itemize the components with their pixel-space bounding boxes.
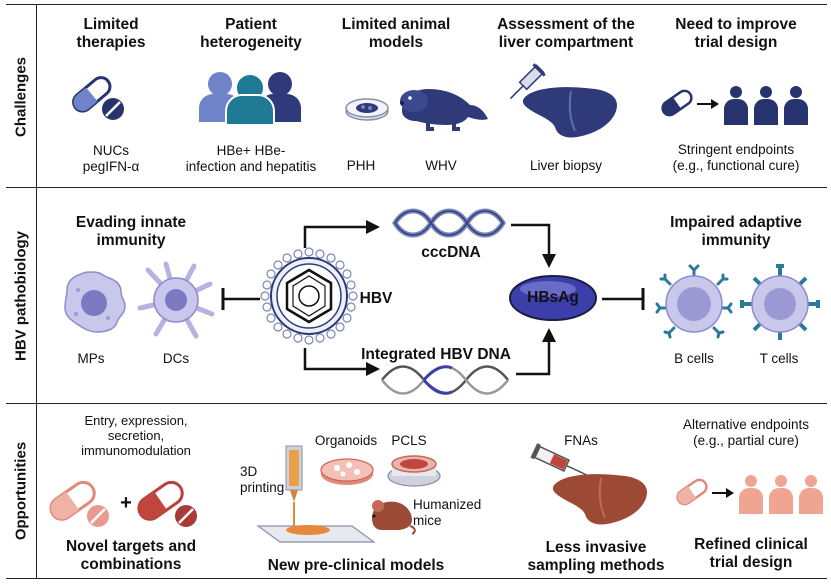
hbsag-label: HBsAg — [527, 289, 579, 306]
liver-icon — [521, 83, 621, 141]
dendritic-cell-icon — [136, 260, 216, 340]
dna-icon — [380, 364, 510, 396]
syringe-icon — [506, 63, 546, 103]
cccdna-icon — [389, 206, 509, 240]
whv-label: WHV — [425, 158, 457, 173]
macrophage-cell-icon — [58, 268, 128, 336]
t-cells-label: T cells — [759, 351, 799, 366]
pill-icon — [69, 73, 139, 123]
arrow-to-cccdna — [302, 214, 382, 248]
woodchuck-icon — [394, 83, 494, 131]
inhibit-innate-arrow — [220, 288, 260, 310]
fnas-label: FNAs — [564, 433, 598, 448]
arrow-cccdna-to-hbsag — [511, 222, 561, 270]
arrow-to-integrated — [302, 348, 382, 382]
phh-label: PHH — [346, 158, 376, 173]
stringent-endpoints-label: Stringent endpoints(e.g., functional cur… — [672, 142, 800, 173]
integrated-dna-label: Integrated HBV DNA — [361, 346, 511, 363]
b-cells-label: B cells — [674, 351, 714, 366]
arrow-integrated-to-hbsag — [516, 328, 566, 378]
t-cell-icon — [740, 264, 820, 340]
virus-icon — [260, 247, 358, 345]
liver-opportunity-icon — [551, 470, 651, 528]
opportunities-row: Opportunities Entry, expression,secretio… — [6, 403, 827, 579]
person-icon-group — [722, 85, 812, 125]
mouse-icon — [366, 494, 416, 535]
liver-biopsy-label: Liver biopsy — [529, 158, 603, 173]
preclinical-models-title: New pre-clinical models — [267, 557, 445, 574]
mps-label: MPs — [77, 351, 105, 366]
dcs-label: DCs — [162, 351, 190, 366]
refined-pill-icon — [674, 477, 710, 507]
refined-arrow-icon — [712, 488, 734, 498]
fna-syringe-icon — [530, 443, 591, 478]
pink-pill-icon — [46, 474, 120, 530]
petri-dish-icon — [344, 95, 390, 125]
arrow-icon — [697, 99, 719, 109]
cccdna-label: cccDNA — [421, 244, 481, 261]
people-icon — [196, 67, 306, 127]
pathobiology-row-label: HBV pathobiology — [6, 188, 37, 404]
plus-sign: + — [120, 492, 132, 514]
opportunities-row-label: Opportunities — [6, 404, 37, 578]
inhibit-adaptive-arrow — [602, 288, 646, 310]
organoid-dish-icon — [319, 456, 375, 488]
trial-pill-icon — [659, 88, 695, 118]
pcls-dish-icon — [386, 454, 442, 488]
pcls-label: PCLS — [391, 433, 427, 448]
refined-person-icon-group — [737, 474, 827, 514]
hbv-label: HBV — [359, 290, 393, 307]
alternative-endpoints-label: Alternative endpoints(e.g., partial cure… — [682, 417, 810, 448]
bioprinter-icon — [256, 445, 376, 543]
organoids-label: Organoids — [314, 433, 378, 448]
red-pill-icon — [134, 474, 208, 530]
hbsag-node — [508, 274, 598, 322]
entry-expression-label: Entry, expression,secretion,immunomodula… — [81, 413, 191, 458]
hbe-label: HBe+ HBe-infection and hepatitis — [185, 143, 317, 174]
b-cell-icon — [655, 264, 733, 340]
challenges-row-label: Challenges — [6, 5, 37, 188]
